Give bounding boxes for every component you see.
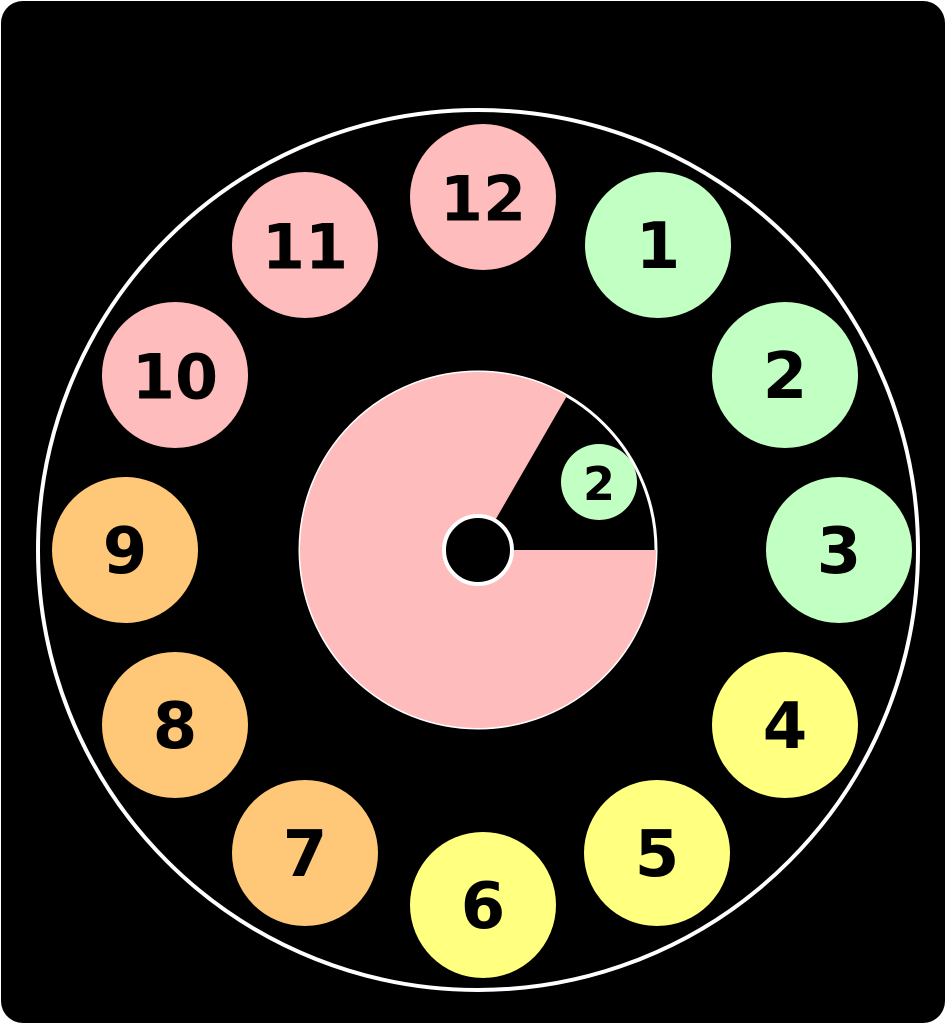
hour-marker-label: 10 — [132, 341, 218, 414]
hour-marker-circle — [232, 172, 378, 318]
hour-marker-label: 3 — [817, 515, 862, 589]
hour-marker-circle — [52, 477, 198, 623]
hour-marker-label: 9 — [103, 515, 148, 589]
hour-marker-label: 12 — [440, 163, 526, 236]
elapsed-hours-label: 2 — [583, 457, 615, 511]
hour-marker-label: 5 — [635, 818, 680, 892]
elapsed-hours-badge — [561, 444, 637, 520]
outer-ring — [36, 108, 920, 992]
center-hub — [442, 514, 514, 586]
hour-marker-circle — [712, 652, 858, 798]
hour-marker-circle — [102, 652, 248, 798]
hour-marker-circle — [102, 302, 248, 448]
hour-marker-6: 6 — [410, 832, 556, 978]
hour-marker-11: 11 — [232, 172, 378, 318]
hour-marker-label: 1 — [636, 210, 681, 284]
hour-marker-circle — [584, 780, 730, 926]
hour-marker-2: 2 — [712, 302, 858, 448]
hour-marker-5: 5 — [584, 780, 730, 926]
hour-marker-8: 8 — [102, 652, 248, 798]
hour-marker-3: 3 — [766, 477, 912, 623]
hour-marker-circle — [712, 302, 858, 448]
hour-marker-1: 1 — [585, 172, 731, 318]
timer-dial: 2 — [298, 370, 658, 730]
hour-marker-circle — [585, 172, 731, 318]
hour-marker-label: 2 — [763, 340, 808, 414]
hour-marker-4: 4 — [712, 652, 858, 798]
hour-marker-label: 6 — [461, 870, 506, 944]
hour-marker-circle — [410, 124, 556, 270]
hour-marker-12: 12 — [410, 124, 556, 270]
hour-marker-label: 11 — [262, 211, 348, 284]
hour-marker-label: 8 — [153, 690, 198, 764]
hour-marker-label: 7 — [283, 818, 328, 892]
hour-marker-circle — [766, 477, 912, 623]
hour-marker-circle — [410, 832, 556, 978]
hour-marker-7: 7 — [232, 780, 378, 926]
hour-marker-circle — [232, 780, 378, 926]
hour-marker-label: 4 — [763, 690, 808, 764]
hour-marker-9: 9 — [52, 477, 198, 623]
hour-marker-10: 10 — [102, 302, 248, 448]
